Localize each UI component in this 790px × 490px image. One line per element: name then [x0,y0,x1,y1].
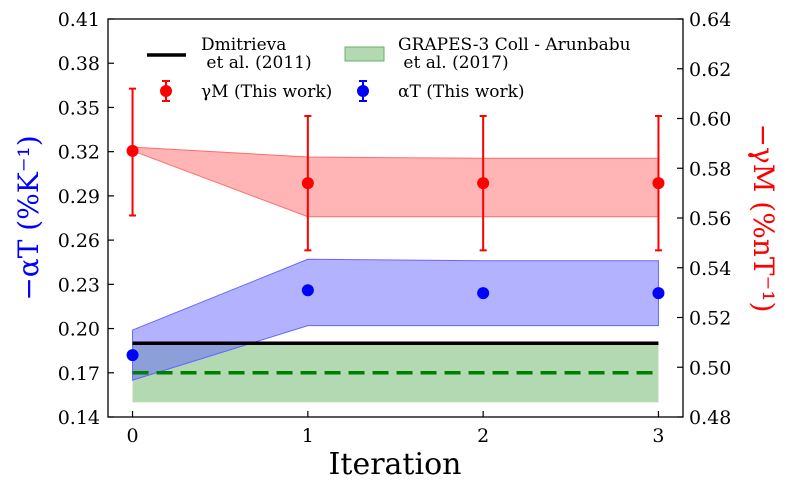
left-y-tick-label: 0.14 [58,407,100,429]
legend-grapes-swatch [344,46,385,62]
legend-dmitrieva-label: Dmitrieva et al. (2011) [201,35,312,73]
alpha-point [652,287,665,300]
right-y-tick-label: 0.64 [689,9,731,31]
uncertainty-bands [132,146,659,403]
left-y-tick-label: 0.20 [58,319,100,341]
x-tick-label: 3 [652,425,664,447]
left-y-tick-label: 0.23 [58,274,100,296]
left-y-tick-label: 0.41 [58,9,100,31]
x-axis-label: Iteration [329,447,462,482]
legend-alpha-label: αT (This work) [398,82,525,102]
alpha-point [477,287,490,300]
legend: Dmitrieva et al. (2011) GRAPES-3 Coll - A… [147,35,631,102]
right-y-tick-label: 0.54 [689,258,731,280]
left-y-tick-label: 0.17 [58,363,100,385]
left-y-tick-label: 0.32 [58,142,100,164]
x-tick-label: 2 [477,425,489,447]
right-y-tick-label: 0.50 [689,357,731,379]
legend-grapes-label: GRAPES-3 Coll - Arunbabu et al. (2017) [398,35,631,73]
x-tick-label: 1 [302,425,314,447]
alpha-point [301,284,314,297]
reference-lines [132,341,659,375]
gamma-point [652,177,665,190]
axis-ticks: 0.14 0.17 0.20 0.23 0.26 0.29 0.32 0.35 0.38 0.41… [58,9,732,447]
right-y-tick-label: 0.62 [689,59,731,81]
alpha-band [132,258,659,381]
right-y-tick-label: 0.52 [689,308,731,330]
right-y-tick-label: 0.48 [689,407,731,429]
legend-gamma-marker [160,85,172,97]
right-y-tick-label: 0.56 [689,208,731,230]
right-y-axis-label: −γM (%nT⁻¹) [747,124,780,313]
x-tick-label: 0 [126,425,138,447]
legend-gamma-label: γM (This work) [201,82,332,102]
gamma-point [301,177,314,190]
left-y-tick-label: 0.29 [58,186,100,208]
gamma-point [477,177,490,190]
alpha-point [126,349,139,362]
data-points [126,87,665,362]
left-y-axis-label: −αT (%K⁻¹) [12,135,45,300]
gamma-band [132,146,659,218]
left-y-tick-label: 0.26 [58,230,100,252]
left-y-tick-label: 0.38 [58,53,100,75]
gamma-point [126,144,139,157]
left-y-tick-label: 0.35 [58,97,100,119]
right-y-tick-label: 0.58 [689,158,731,180]
right-y-tick-label: 0.60 [689,109,731,131]
legend-alpha-marker [357,85,369,97]
